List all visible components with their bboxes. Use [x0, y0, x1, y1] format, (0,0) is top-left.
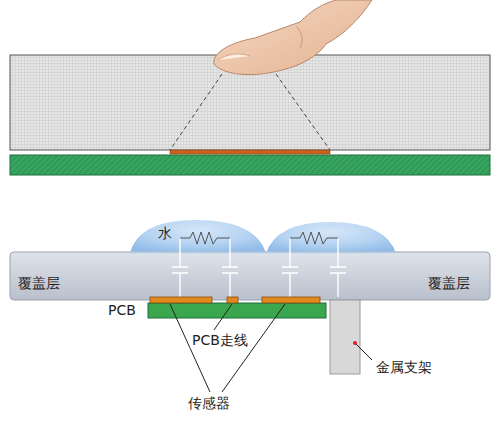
part-label: 水 — [158, 226, 172, 241]
part-label: 金属支架 — [374, 360, 434, 375]
part-label: 覆盖层 — [18, 276, 60, 291]
water-drop — [130, 220, 266, 254]
sensor-pad — [262, 297, 320, 303]
sensor-electrode — [170, 150, 330, 154]
fingernail — [218, 54, 250, 60]
water-drop — [266, 222, 396, 254]
finger-crease — [296, 26, 302, 48]
part-label: 传感器 — [186, 396, 232, 411]
resistor-symbol — [180, 232, 338, 244]
pcb-trace — [227, 297, 238, 303]
part-label: 覆盖层 — [428, 276, 470, 291]
field-line — [170, 74, 330, 150]
capacitor-symbol — [172, 238, 346, 297]
sensor-pad — [150, 297, 212, 303]
part-label: PCB走线 — [190, 333, 250, 348]
cover-layer — [10, 252, 490, 300]
pcb-board — [148, 303, 326, 318]
finger — [214, 0, 372, 75]
leader-line — [170, 304, 372, 392]
part-label: PCB — [108, 303, 136, 318]
metal-bracket — [330, 300, 360, 374]
pcb-board — [10, 155, 490, 175]
